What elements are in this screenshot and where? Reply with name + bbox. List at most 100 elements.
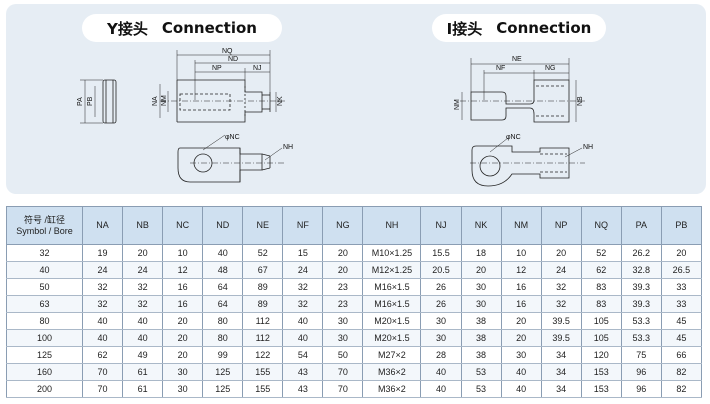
table-cell: 80 [202,329,244,347]
table-cell: 30 [322,329,364,347]
bore-cell: 100 [6,329,83,347]
header-ne: NE [242,206,284,245]
table-cell: M36×2 [362,363,422,381]
table-cell: 32 [540,278,582,296]
table-cell: 39.3 [620,278,662,296]
table-cell: 26.5 [660,261,703,279]
table-cell: 30 [420,312,462,330]
header-nd: ND [202,206,244,245]
y-joint-title-cn: Y接头 [107,19,148,38]
table-cell: 122 [242,346,284,364]
i-label-nb: NB [577,96,584,106]
table-cell: M36×2 [362,380,422,398]
table-cell: 66 [660,346,703,364]
table-cell: 26 [420,295,462,313]
table-cell: M16×1.5 [362,295,422,313]
table-cell: 61 [122,363,164,381]
table-cell: 16 [500,295,542,313]
table-cell: 82 [660,363,703,381]
bore-cell: 200 [6,380,83,398]
table-cell: 30 [420,329,462,347]
table-cell: 12 [162,261,204,279]
table-cell: 53 [460,363,502,381]
table-cell: 19 [81,244,124,262]
table-cell: 30 [460,278,502,296]
table-cell: 16 [162,295,204,313]
table-cell: 30 [500,346,542,364]
table-cell: 30 [162,363,204,381]
table-cell: 112 [242,329,284,347]
table-cell: 34 [540,363,582,381]
table-cell: 125 [202,363,244,381]
table-cell: 33 [660,278,703,296]
table-cell: 26 [420,278,462,296]
table-cell: 96 [620,363,662,381]
table-cell: 54 [282,346,324,364]
table-cell: 15 [282,244,324,262]
table-cell: 70 [81,380,124,398]
table-cell: 83 [580,278,622,296]
y-label-nh: NH [283,144,293,151]
table-cell: 50 [322,346,364,364]
table-cell: 20 [460,261,502,279]
table-cell: 38 [460,346,502,364]
table-cell: 23 [322,295,364,313]
table-cell: 155 [242,380,284,398]
y-label-na: NA [152,96,159,106]
table-cell: 70 [322,363,364,381]
table-cell: 112 [242,312,284,330]
y-label-nq: NQ [222,48,233,55]
table-cell: 24 [122,261,164,279]
bore-cell: 50 [6,278,83,296]
table-cell: 32 [81,278,124,296]
table-cell: 52 [242,244,284,262]
table-cell: 155 [242,363,284,381]
table-cell: 96 [620,380,662,398]
y-joint-pin-view [80,79,117,124]
table-cell: 45 [660,312,703,330]
header-nc: NC [162,206,204,245]
y-label-pb: PB [87,96,94,106]
table-cell: 53.3 [620,329,662,347]
table-cell: 48 [202,261,244,279]
i-label-nc: φNC [506,134,521,141]
table-cell: 30 [322,312,364,330]
table-cell: 62 [81,346,124,364]
bore-cell: 32 [6,244,83,262]
header-nf: NF [282,206,324,245]
table-cell: 39.5 [540,312,582,330]
table-cell: 24 [540,261,582,279]
i-label-nm: NM [454,99,461,110]
table-cell: 40 [500,380,542,398]
table-cell: 64 [202,278,244,296]
bore-cell: 160 [6,363,83,381]
y-label-np: NP [212,65,222,72]
table-cell: 153 [580,380,622,398]
table-cell: 20 [500,312,542,330]
table-cell: 75 [620,346,662,364]
table-cell: 89 [242,295,284,313]
bore-cell: 125 [6,346,83,364]
table-cell: 53.3 [620,312,662,330]
y-label-nc: φNC [225,134,240,141]
table-cell: 20 [660,244,703,262]
y-joint-top-view [177,134,285,183]
table-cell: M12×1.25 [362,261,422,279]
table-cell: 16 [500,278,542,296]
y-label-nk: NK [277,96,284,106]
table-cell: 52 [580,244,622,262]
i-joint-side-view [460,58,585,123]
table-cell: 20 [322,244,364,262]
table-cell: 20 [322,261,364,279]
table-cell: 40 [500,363,542,381]
table-cell: 32 [122,295,164,313]
table-cell: 26.2 [620,244,662,262]
